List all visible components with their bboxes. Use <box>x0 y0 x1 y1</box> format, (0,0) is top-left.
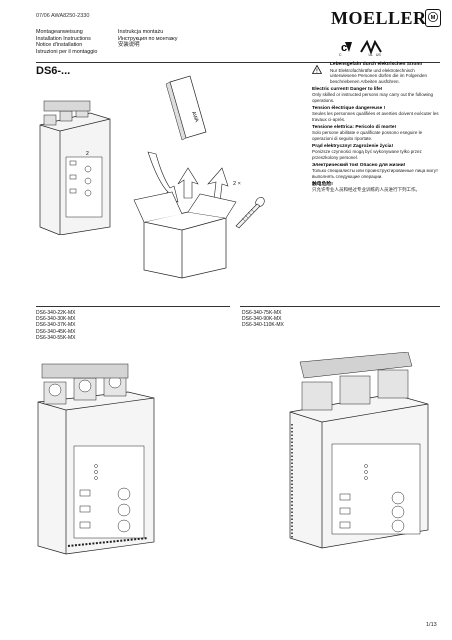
soft-starter-medium-illustration <box>37 363 155 555</box>
warning-zh: 触电危险!只允许专业人员和经过专业训练的人员进行下列工作。 <box>312 181 420 193</box>
cert-mark-c: C <box>339 53 342 57</box>
model-list-large: DS6-340-75K-MX DS6-340-90K-MX DS6-340-11… <box>242 310 284 329</box>
warning-pl: Prąd elektryczny! Zagrożenie życia!Poniz… <box>312 143 422 160</box>
model-item: DS6-340-110K-MX <box>242 322 284 329</box>
cert-logos-icon: c <box>341 39 382 55</box>
model-item: DS6-340-22K-MX <box>36 310 76 316</box>
brand-logo: Moeller <box>331 8 427 29</box>
certification-marks: c C UL US <box>339 39 399 61</box>
warning-triangle-icon: ! <box>312 65 322 74</box>
product-title: DS6-... <box>36 65 71 77</box>
booklet-label: AWA <box>190 111 200 124</box>
warning-ru: Электрический ток! Опасно для жизни!Толь… <box>312 162 439 179</box>
section-rule-right <box>240 306 440 307</box>
language-title: Инструкция по монтажу <box>118 35 178 42</box>
language-title: Montageanweisung <box>36 29 83 35</box>
svg-text:M: M <box>431 15 436 21</box>
svg-text:c: c <box>341 42 347 54</box>
soft-starter-large-illustration <box>289 352 429 549</box>
page-number: 1/13 <box>426 622 437 628</box>
section-rule-left <box>36 306 230 307</box>
language-title: Installation Instructions <box>36 35 91 42</box>
model-item: DS6-340-45K-MX <box>36 328 76 335</box>
screw-icon <box>235 197 265 229</box>
screws-quantity: 2 × <box>233 181 241 187</box>
language-list-right: Instrukcja montażu Инструкция по монтажу… <box>118 29 177 49</box>
warning-it: Tensione elettrica: Pericolo di morte!So… <box>312 124 423 141</box>
moeller-emblem-icon: M <box>425 9 441 27</box>
model-list-small: DS6-340-22K-MX DS6-340-30K-MX DS6-340-37… <box>36 310 75 341</box>
language-title: Instrukcja montażu <box>118 29 164 35</box>
warning-fr: Tension électrique dangereuse !Seules le… <box>312 105 439 122</box>
header-rule <box>36 62 440 63</box>
language-title: Notice d'installation <box>36 42 83 49</box>
model-item: DS6-340-90K-MX <box>242 316 282 323</box>
cert-mark-us: US <box>375 53 381 57</box>
safety-warnings: Lebensgefahr durch elektrischen Strom!Nu… <box>312 62 440 195</box>
unpacking-illustration: AWA <box>133 75 237 279</box>
model-item: DS6-340-75K-MX <box>242 310 282 316</box>
document-code: 07/06 AWA8250-2330 <box>36 13 90 19</box>
brand-name: Moeller <box>331 8 427 28</box>
language-list-left: Montageanweisung Installation Instructio… <box>36 29 97 55</box>
model-item: DS6-340-30K-MX <box>36 316 76 323</box>
svg-text:!: ! <box>316 69 318 74</box>
soft-starter-small-illustration: 2 <box>39 100 111 235</box>
model-item: DS6-340-55K-MX <box>36 334 76 341</box>
language-title: 安装说明 <box>118 42 140 49</box>
svg-text:2: 2 <box>86 151 89 157</box>
language-title: Istruzioni per il montaggio <box>36 48 98 55</box>
warning-en: Electric current! Danger to life!Only sk… <box>312 86 434 103</box>
warning-de: Lebensgefahr durch elektrischen Strom!Nu… <box>330 62 428 84</box>
cert-mark-ul: UL <box>368 53 373 57</box>
model-item: DS6-340-37K-MX <box>36 322 76 329</box>
